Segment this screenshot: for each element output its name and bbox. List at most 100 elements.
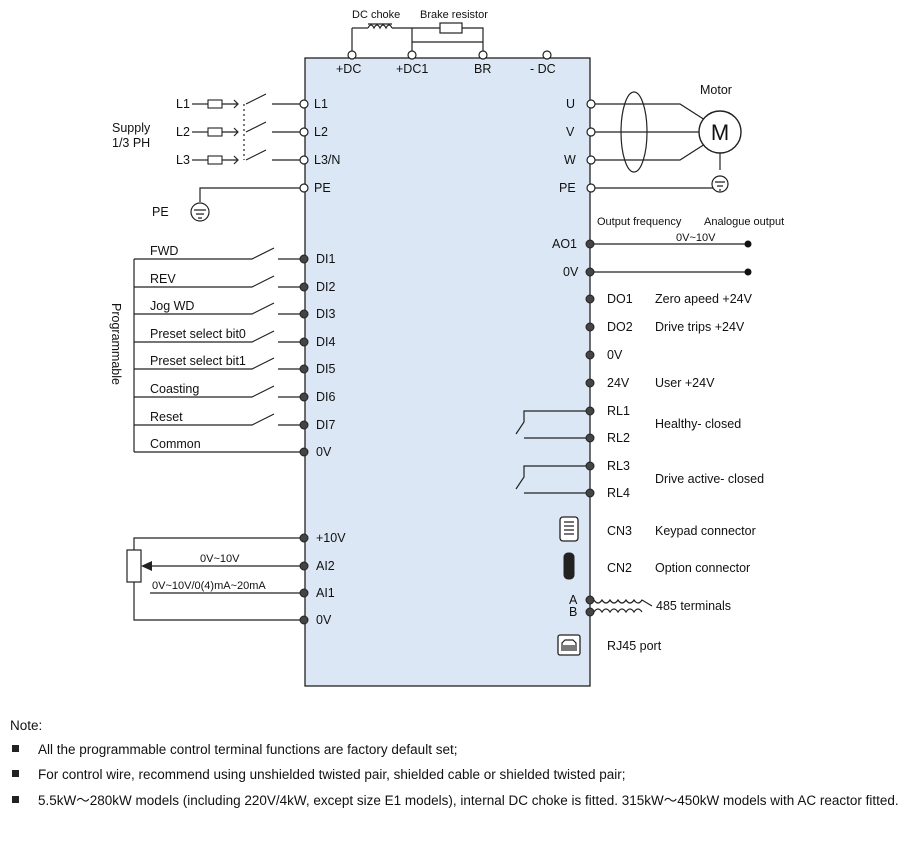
- terminal-di: [299, 447, 309, 457]
- di-func-label: Preset select bit1: [150, 354, 246, 368]
- 24v-desc: User +24V: [655, 376, 715, 390]
- terminal-di: [299, 309, 309, 319]
- di-term-label: DI5: [316, 362, 336, 376]
- supply-line-3: L3: [176, 149, 300, 167]
- notes-list: All the programmable control terminal fu…: [10, 740, 915, 811]
- note-item: 5.5kW～280kW models (including 220V/4kW, …: [10, 791, 915, 811]
- supply-label: Supply: [112, 121, 151, 135]
- analogue-output-label: Analogue output: [704, 216, 784, 228]
- programmable-label: Programmable: [109, 303, 123, 385]
- di-term-label: DI7: [316, 418, 336, 432]
- terminal-di: [299, 364, 309, 374]
- terminal-v: [586, 127, 596, 137]
- l1-label: L1: [314, 97, 328, 111]
- ao-0v-label: 0V: [563, 265, 579, 279]
- notes-title: Note:: [10, 718, 43, 733]
- terminal-rl1: [585, 406, 595, 416]
- terminal-ai1: [299, 588, 309, 598]
- di-func-label: Preset select bit0: [150, 327, 246, 341]
- rl1-label: RL1: [607, 404, 630, 418]
- terminal-ai2: [299, 561, 309, 571]
- terminal-do2: [585, 322, 595, 332]
- dc-choke-label: DC choke: [352, 9, 400, 21]
- motor-ground-icon: [711, 175, 729, 193]
- relay-contact-1-icon: [515, 410, 586, 439]
- cn3-label: CN3: [607, 524, 632, 538]
- terminal-w: [586, 155, 596, 165]
- di-term-label: DI6: [316, 390, 336, 404]
- terminal-dc1: [407, 50, 417, 60]
- terminal-pe-out: [586, 183, 596, 193]
- 485-desc: 485 terminals: [656, 599, 731, 613]
- dc1-label: +DC1: [396, 62, 428, 76]
- ao1-label: AO1: [552, 237, 577, 251]
- cn2-label: CN2: [607, 561, 632, 575]
- terminal-di: [299, 337, 309, 347]
- rl2-label: RL2: [607, 431, 630, 445]
- di-term-label: DI2: [316, 280, 336, 294]
- pe-in-label: PE: [314, 181, 331, 195]
- di-func-label: Jog WD: [150, 299, 194, 313]
- br-label: BR: [474, 62, 491, 76]
- terminal-di: [299, 392, 309, 402]
- rl3-label: RL3: [607, 459, 630, 473]
- rl4-label: RL4: [607, 486, 630, 500]
- di-term-label: DI3: [316, 307, 336, 321]
- terminal-ao1: [585, 239, 595, 249]
- di-term-label: DI4: [316, 335, 336, 349]
- w-label: W: [564, 153, 576, 167]
- terminal-di: [299, 420, 309, 430]
- twisted-pair-icon: [593, 598, 653, 607]
- terminal-rl4: [585, 488, 595, 498]
- note-item: For control wire, recommend using unshie…: [10, 765, 915, 785]
- cn3-desc: Keypad connector: [655, 524, 756, 538]
- pe-out-label: PE: [559, 181, 576, 195]
- terminal-di: [299, 254, 309, 264]
- l2-label: L2: [314, 125, 328, 139]
- di-func-label: Reset: [150, 410, 183, 424]
- terminal-u: [586, 99, 596, 109]
- note-item: All the programmable control terminal fu…: [10, 740, 915, 760]
- do1-label: DO1: [607, 292, 633, 306]
- terminal-rl3: [585, 461, 595, 471]
- di-func-label: Coasting: [150, 382, 199, 396]
- bullet-icon: [12, 795, 19, 803]
- svg-text:L1: L1: [176, 97, 190, 111]
- terminal-dc-minus: [542, 50, 552, 60]
- do2-desc: Drive trips +24V: [655, 320, 745, 334]
- do2-label: DO2: [607, 320, 633, 334]
- 485-a-label: A: [569, 593, 578, 607]
- drive-panel: [304, 57, 591, 687]
- terminal-485-a: [585, 595, 595, 605]
- supply-phase-label: 1/3 PH: [112, 136, 150, 150]
- pe-ground-label: PE: [152, 205, 169, 219]
- bullet-icon: [12, 770, 19, 778]
- 485-b-label: B: [569, 605, 577, 619]
- rj45-desc: RJ45 port: [607, 639, 662, 653]
- 24v-label: 24V: [607, 376, 630, 390]
- supply-line-1: L1: [176, 93, 300, 111]
- brake-resistor-icon: [412, 22, 484, 52]
- svg-text:M: M: [711, 120, 729, 145]
- ai-0v-label: 0V: [316, 613, 332, 627]
- u-label: U: [566, 97, 575, 111]
- option-connector-icon: [563, 552, 575, 580]
- ai2-range-label: 0V~10V: [200, 553, 240, 565]
- notes-section: Note: All the programmable control termi…: [10, 716, 915, 816]
- terminal-10v: [299, 533, 309, 543]
- v-label: V: [566, 125, 575, 139]
- ground-icon: [190, 202, 210, 222]
- shield-ring-icon: [620, 91, 648, 173]
- terminal-485-b: [585, 607, 595, 617]
- wiring-diagram: DC choke Brake resistor +DC +DC1 BR - DC…: [109, 9, 784, 687]
- 10v-label: +10V: [316, 531, 346, 545]
- terminal-rl2: [585, 433, 595, 443]
- ai1-range-label: 0V~10V/0(4)mA~20mA: [152, 580, 266, 592]
- terminal-l2: [299, 127, 309, 137]
- terminal-ao-0v: [585, 267, 595, 277]
- dc-choke-icon: [352, 23, 412, 30]
